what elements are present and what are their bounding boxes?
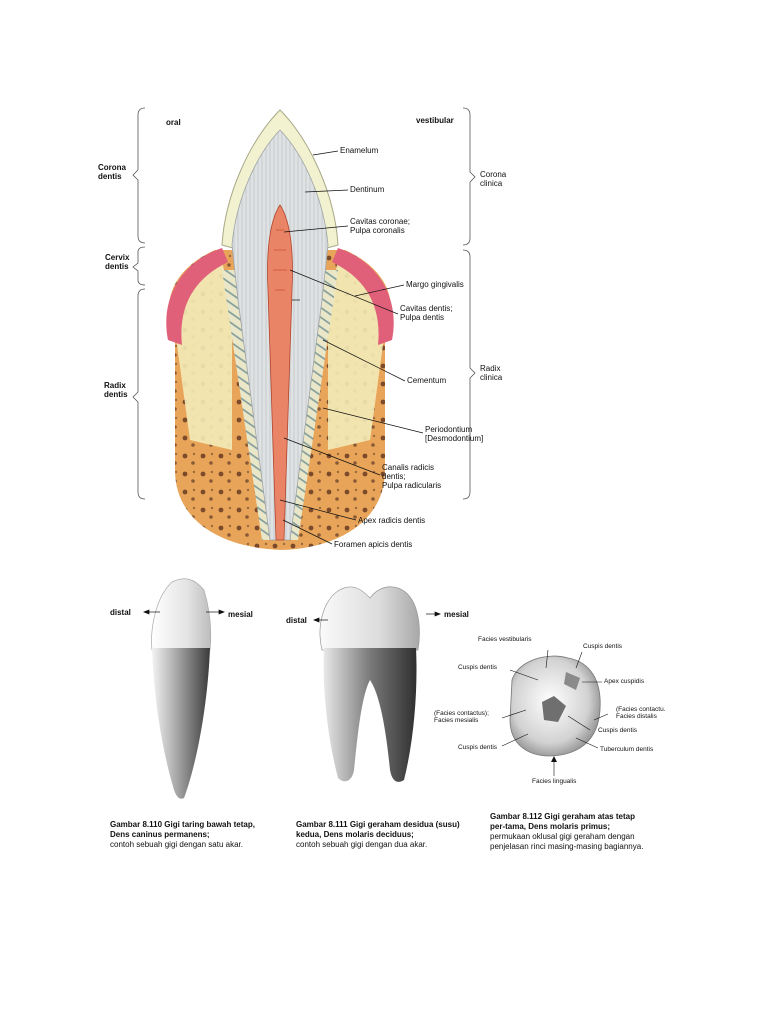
label-cuspis-right: Cuspis dentis (598, 727, 637, 734)
label-apex-cuspidis: Apex cuspidis (604, 678, 644, 685)
figure-112: Facies vestibularis Cuspis dentis Cuspis… (430, 630, 680, 870)
caption-110: Gambar 8.110 Gigi taring bawah tetap,Den… (110, 820, 280, 850)
label-enamelum: Enamelum (340, 146, 378, 155)
label-facies-vestibularis: Facies vestibularis (478, 636, 531, 643)
orientation-vestibular: vestibular (416, 116, 454, 125)
label-facies-mesialis: (Facies contactus);Facies mesialis (434, 710, 489, 724)
label-facies-lingualis: Facies lingualis (532, 778, 576, 785)
label-cavitas-coronae: Cavitas coronae;Pulpa coronalis (350, 217, 410, 235)
label-margo-gingivalis: Margo gingivalis (406, 280, 464, 289)
label-cementum: Cementum (407, 376, 446, 385)
label-facies-distalis: (Facies contactu.Facies distalis (616, 706, 666, 720)
label-tuberculum: Tuberculum dentis (600, 746, 653, 753)
label-periodontium: Periodontium[Desmodontium] (425, 425, 483, 443)
label-foramen-apicis: Foramen apicis dentis (334, 540, 412, 549)
label-apex-radicis: Apex radicis dentis (358, 516, 425, 525)
molar-distal-label: distal (286, 616, 307, 625)
label-cuspis-left: Cuspis dentis (458, 664, 497, 671)
label-cuspis-top: Cuspis dentis (583, 643, 622, 650)
figure-110: distal mesial Gambar 8.110 Gigi taring b… (100, 570, 280, 860)
molar-mesial-label: mesial (444, 610, 469, 619)
orientation-oral: oral (166, 118, 181, 127)
canine-mesial-label: mesial (228, 610, 253, 619)
canine-distal-label: distal (110, 608, 131, 617)
canine-tooth-illustration (100, 570, 280, 810)
label-dentinum: Dentinum (350, 185, 384, 194)
label-cuspis-bottom: Cuspis dentis (458, 744, 497, 751)
label-cavitas-dentis: Cavitas dentis;Pulpa dentis (400, 304, 452, 322)
